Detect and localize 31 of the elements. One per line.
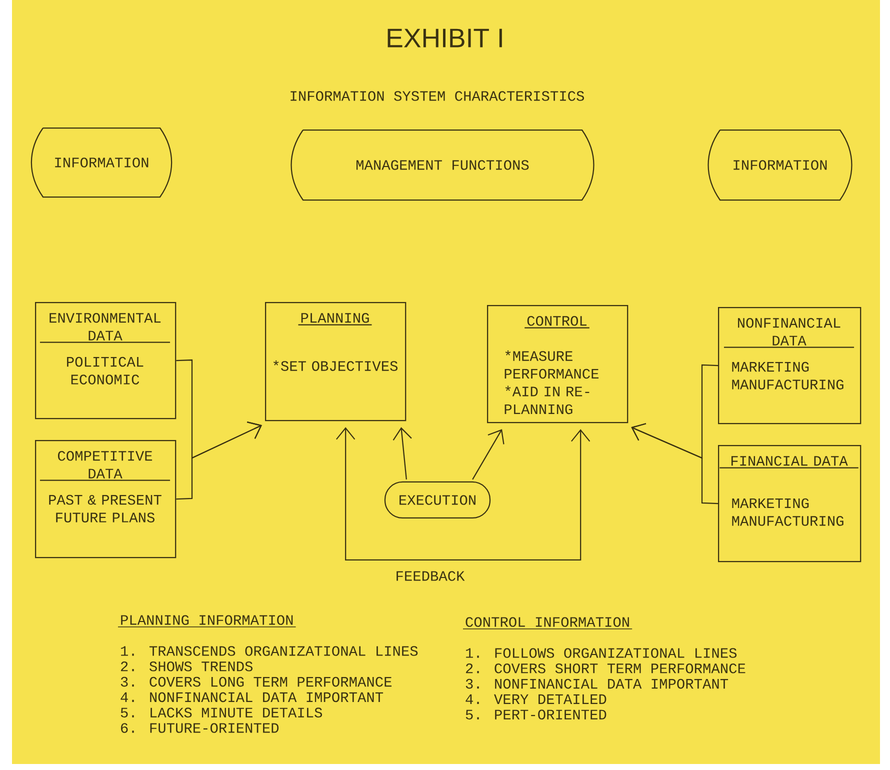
list-item: 1. TRANSCENDS ORGANIZATIONAL LINES <box>121 646 418 656</box>
data-box: NONFINANCIAL DATA MARKETING MANUFACTURING <box>718 307 862 424</box>
header-box: INFORMATION <box>708 129 852 201</box>
list-item: 5. LACKS MINUTE DETAILS <box>120 708 322 718</box>
subtitle: INFORMATION SYSTEM CHARACTERISTICS <box>290 91 584 101</box>
list-item: 5. PERT-ORIENTED <box>466 710 606 720</box>
list-item: 2. COVERS SHORT TERM PERFORMANCE <box>466 664 746 674</box>
data-box: FINANCIAL DATA MARKETING MANUFACTURING <box>718 445 862 562</box>
list-item: 2. SHOWS TRENDS <box>121 662 253 672</box>
list-item: 1. FOLLOWS ORGANIZATIONAL LINES <box>466 648 737 658</box>
data-box: ENVIRONMENTAL DATA POLITICAL ECONOMIC <box>35 302 176 420</box>
edge-label: FEEDBACK <box>394 570 466 582</box>
list-item: 6. FUTURE-ORIENTED <box>121 723 279 733</box>
header-box: INFORMATION <box>30 127 172 198</box>
data-box: CONTROL *MEASURE PERFORMANCE *AID IN RE- PLANNING <box>487 305 628 424</box>
data-box: COMPETITIVE DATA PAST & PRESENT FUTURE PLANS <box>35 440 176 558</box>
list-item: 3. COVERS LONG TERM PERFORMANCE <box>120 676 392 687</box>
title: EXHIBIT I <box>388 28 502 48</box>
arrow <box>392 427 412 480</box>
arrow <box>336 427 590 561</box>
section-heading: PLANNING INFORMATION <box>118 615 296 628</box>
list-item: 3. NONFINANCIAL DATA IMPORTANT <box>466 678 728 689</box>
data-box: PLANNING *SET OBJECTIVES <box>265 302 406 422</box>
arrow <box>472 429 504 480</box>
header-box: MANAGEMENT FUNCTIONS <box>290 129 594 201</box>
process-box: EXECUTION <box>384 481 491 519</box>
section-heading: CONTROL INFORMATION <box>462 617 632 630</box>
list-item: 4. VERY DETAILED <box>466 694 606 704</box>
list-item: 4. NONFINANCIAL DATA IMPORTANT <box>120 692 384 702</box>
arrow <box>176 422 262 500</box>
arrow <box>631 423 718 504</box>
